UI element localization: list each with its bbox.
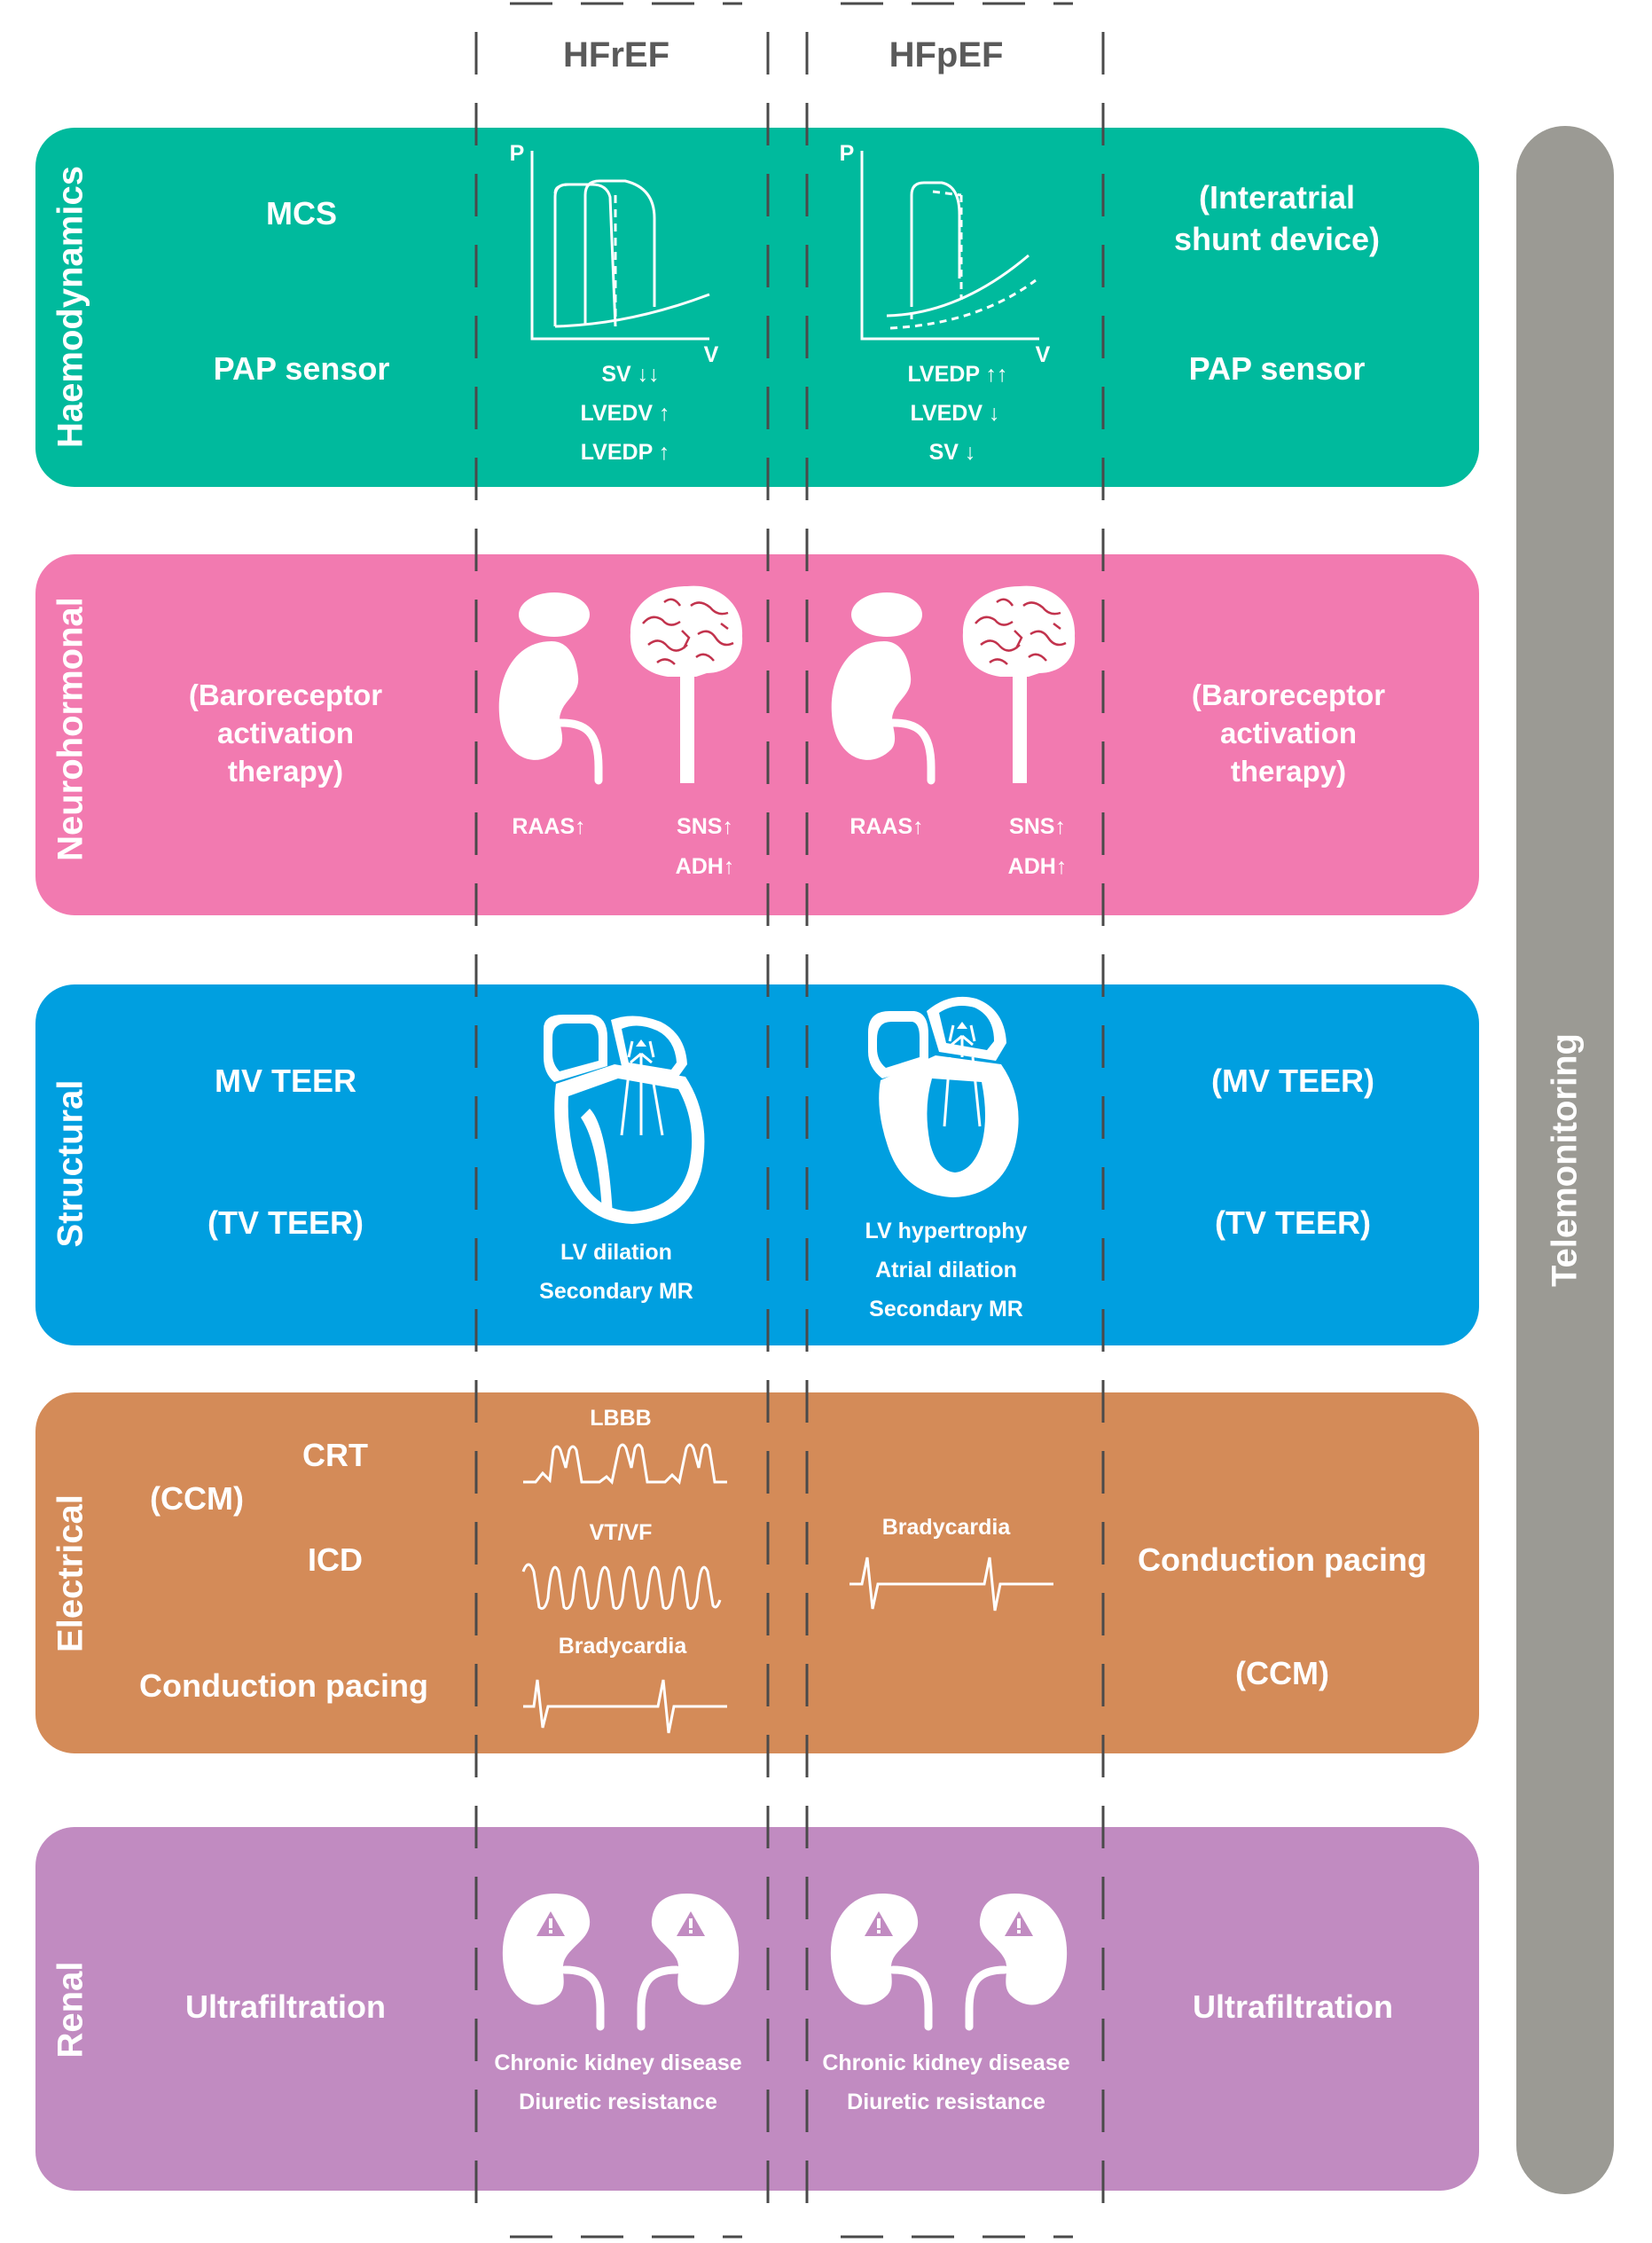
mv-teer-right: (MV TEER) (1211, 1063, 1374, 1099)
diuretic-resistance-hfpef: Diuretic resistance (847, 2090, 1045, 2114)
neurohormonal-label: Neurohormonal (51, 597, 90, 861)
diuretic-resistance-hfref: Diuretic resistance (519, 2090, 717, 2114)
haemodynamics-band (35, 128, 1479, 487)
sns-hfpef: SNS↑ (1009, 814, 1066, 839)
vtvf-label: VT/VF (589, 1520, 653, 1545)
pv-loop-hfpef-icon (860, 151, 1039, 341)
structural-label: Structural (51, 1079, 90, 1248)
hfref-haemo-note-1: SV ↓↓ (601, 362, 660, 387)
interatrial-shunt-label: (Interatrial shunt device) (1173, 179, 1381, 257)
kidneys-warning-hfpef-icon (830, 1894, 1068, 2031)
lbbb-ecg-icon (523, 1443, 727, 1486)
hfref-haemo-note-3: LVEDP ↑ (580, 440, 670, 465)
bradycardia-hfref-label: Bradycardia (558, 1634, 687, 1659)
column-header-hfref: HFrEF (563, 35, 669, 75)
ckd-hfref: Chronic kidney disease (494, 2051, 742, 2075)
raas-hfpef: RAAS↑ (849, 814, 924, 839)
bradycardia-hfpef-label: Bradycardia (881, 1515, 1011, 1540)
hfpef-haemo-note-3: SV ↓ (928, 440, 976, 465)
hfpef-haemo-note-2: LVEDV ↓ (910, 401, 1000, 426)
conduction-pacing-right: Conduction pacing (1138, 1541, 1427, 1578)
telemonitoring-bar (1516, 126, 1614, 2194)
brain-hfpef-icon (962, 585, 1076, 783)
lv-dilation-note: LV dilation (560, 1240, 672, 1265)
axis-p-hfref: P (509, 141, 525, 166)
structural-band (35, 984, 1479, 1345)
kidney-hfref-icon (498, 592, 603, 785)
bradycardia-hfpef-ecg-icon (849, 1557, 1053, 1612)
heart-dilated-hfref-icon (544, 1015, 705, 1224)
renal-band (35, 1827, 1479, 2191)
electrical-label: Electrical (51, 1494, 90, 1652)
hfpef-haemo-note-1: LVEDP ↑↑ (907, 362, 1008, 387)
mv-teer-left: MV TEER (214, 1063, 357, 1099)
axis-p-hfpef: P (839, 141, 855, 166)
renal-label: Renal (51, 1961, 90, 2059)
lbbb-label: LBBB (590, 1406, 652, 1431)
axis-v-hfpef: V (1035, 342, 1051, 367)
ultrafiltration-right: Ultrafiltration (1192, 1988, 1394, 2025)
crt-label: CRT (302, 1437, 368, 1473)
tv-teer-right: (TV TEER) (1215, 1204, 1371, 1241)
kidneys-warning-hfref-icon (502, 1894, 740, 2031)
secondary-mr-hfpef: Secondary MR (869, 1297, 1023, 1321)
mcs-label: MCS (266, 195, 337, 231)
baroreceptor-right: (Baroreceptor activation therapy) (1191, 678, 1386, 788)
atrial-dilation-note: Atrial dilation (875, 1258, 1017, 1282)
telemonitoring-label: Telemonitoring (1545, 1033, 1585, 1287)
bradycardia-hfref-ecg-icon (523, 1679, 727, 1734)
baroreceptor-left: (Baroreceptor activation therapy) (188, 678, 383, 788)
pap-sensor-left: PAP sensor (213, 350, 390, 387)
adh-hfpef: ADH↑ (1007, 854, 1068, 879)
haemodynamics-label: Haemodynamics (51, 166, 90, 448)
secondary-mr-hfref: Secondary MR (539, 1279, 693, 1304)
hfref-haemo-note-2: LVEDV ↑ (580, 401, 670, 426)
brain-hfref-icon (630, 585, 743, 783)
ultrafiltration-left: Ultrafiltration (184, 1988, 387, 2025)
conduction-pacing-left: Conduction pacing (139, 1667, 428, 1704)
raas-hfref: RAAS↑ (512, 814, 586, 839)
tv-teer-left: (TV TEER) (207, 1204, 364, 1241)
ckd-hfpef: Chronic kidney disease (822, 2051, 1070, 2075)
axis-v-hfref: V (703, 342, 719, 367)
icd-label: ICD (308, 1541, 363, 1578)
column-header-hfpef: HFpEF (889, 35, 1004, 75)
neurohormonal-band (35, 554, 1479, 915)
vtvf-ecg-icon (521, 1563, 722, 1611)
adh-hfref: ADH↑ (675, 854, 735, 879)
pv-loop-hfref-icon (530, 151, 710, 341)
ccm-right-label: (CCM) (1235, 1655, 1329, 1691)
lv-hypertrophy-note: LV hypertrophy (865, 1219, 1028, 1243)
pap-sensor-right: PAP sensor (1188, 350, 1366, 387)
heart-hypertrophy-hfpef-icon (868, 996, 1019, 1197)
electrical-band (35, 1392, 1479, 1753)
sns-hfref: SNS↑ (677, 814, 733, 839)
kidney-hfpef-icon (831, 592, 936, 785)
ccm-left-label: (CCM) (150, 1480, 244, 1517)
